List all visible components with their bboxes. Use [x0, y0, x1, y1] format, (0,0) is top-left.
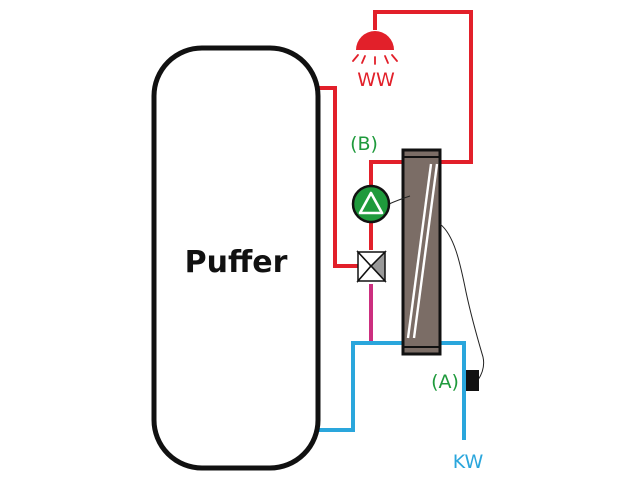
pump-control-wire — [388, 195, 411, 205]
three-way-valve-icon — [356, 250, 387, 284]
hot-water-pipes — [318, 10, 473, 268]
puffer-tank — [151, 45, 321, 471]
heat-exchanger-icon — [401, 148, 442, 356]
shower-head-icon — [352, 31, 398, 65]
control-wires — [388, 195, 485, 381]
shower-supply-pipe — [373, 10, 473, 164]
sensor-control-wire — [439, 223, 485, 381]
flow-sensor-icon — [466, 370, 479, 391]
circulation-pump-icon — [351, 184, 391, 224]
cold-water-label: KW — [453, 451, 484, 473]
sensor-label: (A) — [431, 371, 459, 393]
puffer-label: Puffer — [185, 245, 288, 280]
cold-water-inlet-pipe — [437, 341, 466, 440]
hot-water-label: WW — [357, 69, 395, 91]
tank-supply-pipe — [318, 86, 358, 268]
cold-water-pipes — [318, 341, 466, 440]
tank-return-pipe — [318, 341, 405, 432]
pump-label: (B) — [350, 133, 378, 155]
